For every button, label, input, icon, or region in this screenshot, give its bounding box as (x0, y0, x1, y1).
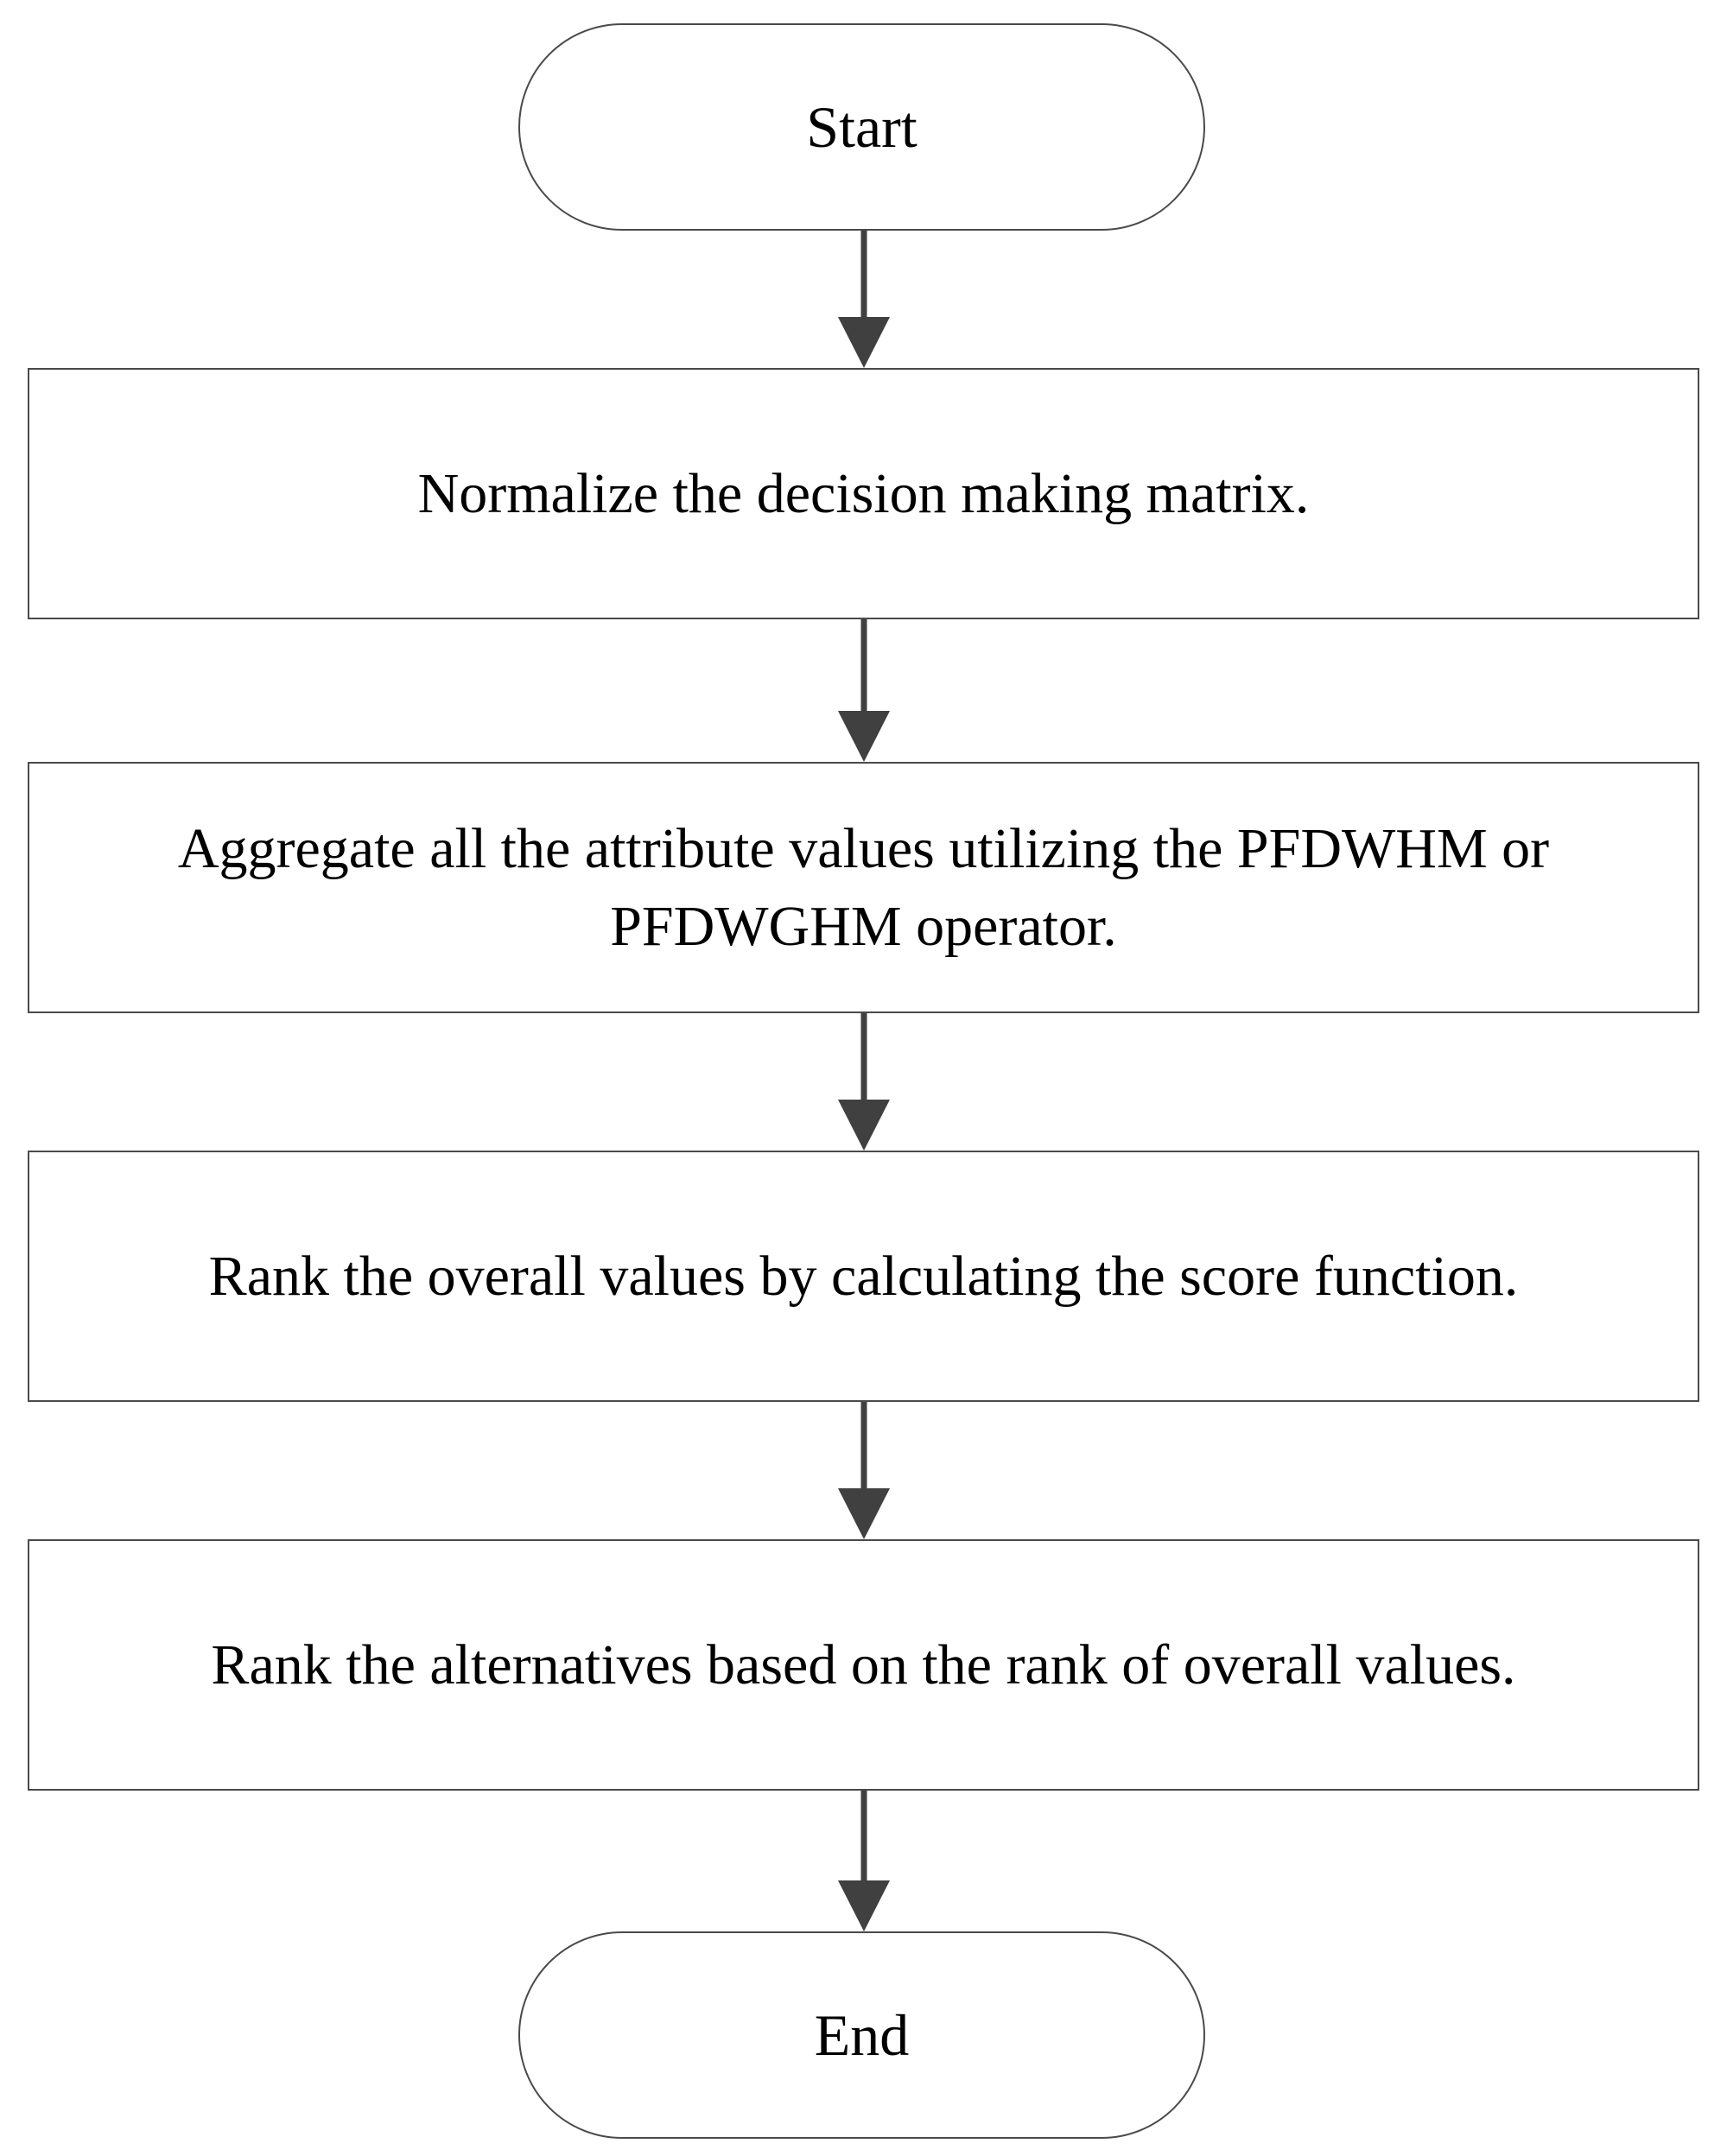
step-rank-overall-label: Rank the overall values by calculating t… (208, 1244, 1519, 1308)
step-rank-overall-box: Rank the overall values by calculating t… (28, 1151, 1699, 1402)
end-label: End (814, 2001, 910, 2068)
arrow-step-2-to-step-3 (836, 1013, 892, 1151)
step-aggregate-label: Aggregate all the attribute values utili… (177, 816, 1550, 958)
arrow-down-icon (838, 1402, 890, 1539)
start-terminal: Start (518, 23, 1205, 231)
arrow-down-icon (838, 231, 890, 368)
arrow-step-1-to-step-2 (836, 619, 892, 762)
arrow-start-to-step-1 (836, 231, 892, 368)
arrow-step-3-to-step-4 (836, 1402, 892, 1539)
step-rank-alternatives-label: Rank the alternatives based on the rank … (211, 1633, 1516, 1696)
end-terminal: End (518, 1931, 1205, 2139)
step-normalize-box: Normalize the decision making matrix. (28, 368, 1699, 619)
arrow-step-4-to-end (836, 1791, 892, 1931)
step-aggregate-box: Aggregate all the attribute values utili… (28, 762, 1699, 1013)
arrow-down-icon (838, 619, 890, 762)
arrow-down-icon (838, 1013, 890, 1151)
arrow-down-icon (838, 1791, 890, 1931)
start-label: Start (806, 93, 917, 160)
step-rank-alternatives-box: Rank the alternatives based on the rank … (28, 1539, 1699, 1791)
step-normalize-label: Normalize the decision making matrix. (417, 461, 1310, 525)
